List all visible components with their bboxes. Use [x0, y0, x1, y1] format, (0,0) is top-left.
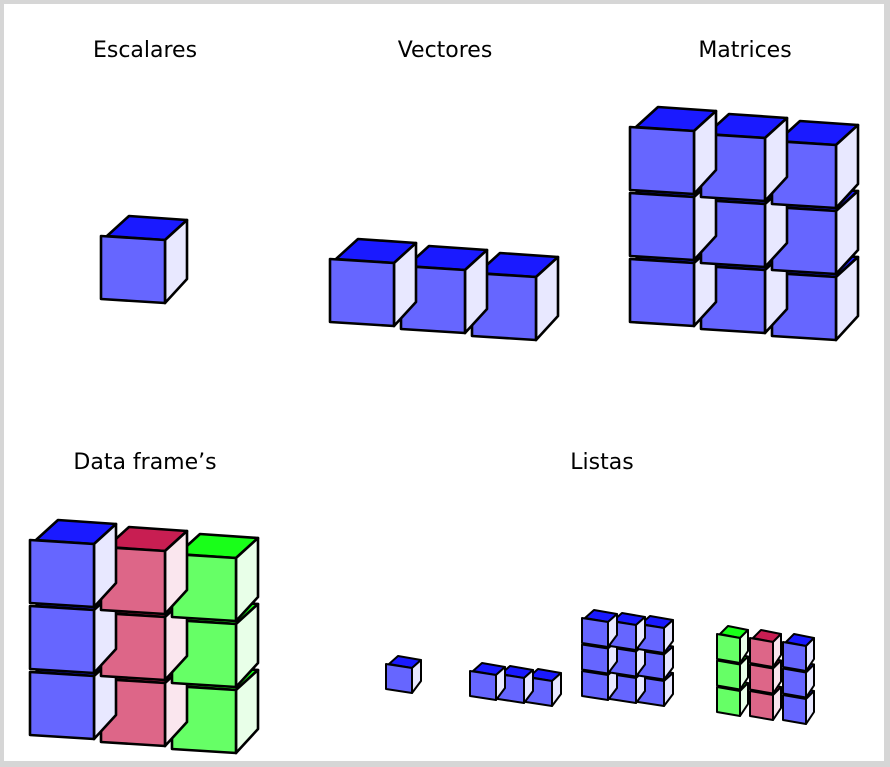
cube-front-face [385, 663, 413, 694]
list-dataframe-group [716, 625, 815, 725]
matrix-cube-group [628, 105, 860, 342]
cube-front-face [716, 659, 741, 691]
cube-front-face [28, 604, 96, 675]
title-lists: Listas [570, 450, 634, 475]
cube-front-face [628, 125, 696, 196]
cube-front-face [749, 637, 774, 668]
cube-front-face [749, 663, 774, 695]
cube-front-face [628, 257, 696, 328]
cube-front-face [469, 670, 497, 701]
cube-front-face [581, 617, 609, 648]
list-scalar-group [385, 655, 422, 694]
scalar-cube-group [99, 214, 189, 305]
vector-cube-group [328, 237, 560, 342]
cube-front-face [99, 234, 167, 305]
cube-front-face [716, 633, 741, 664]
cube-front-face [28, 538, 96, 609]
cube-front-face [782, 641, 807, 672]
cube-front-face [782, 694, 807, 725]
figure-page: Escalares Vectores Matrices Data frame’s… [4, 4, 884, 761]
cube-front-face [782, 667, 807, 699]
cube-front-face [28, 670, 96, 741]
cube-diagram [28, 105, 860, 755]
title-scalars: Escalares [92, 38, 198, 63]
title-dataframes: Data frame’s [73, 450, 217, 475]
cube-front-face [749, 690, 774, 721]
title-vectors: Vectores [397, 38, 493, 63]
list-vector-group [469, 662, 562, 707]
cube-front-face [581, 643, 609, 675]
cube-front-face [716, 686, 741, 717]
cube-front-face [581, 670, 609, 701]
cube-front-face [328, 257, 396, 328]
cube-front-face [628, 191, 696, 262]
dataframe-cube-group [28, 518, 260, 755]
title-matrices: Matrices [698, 38, 792, 63]
list-matrix-group [581, 609, 674, 707]
